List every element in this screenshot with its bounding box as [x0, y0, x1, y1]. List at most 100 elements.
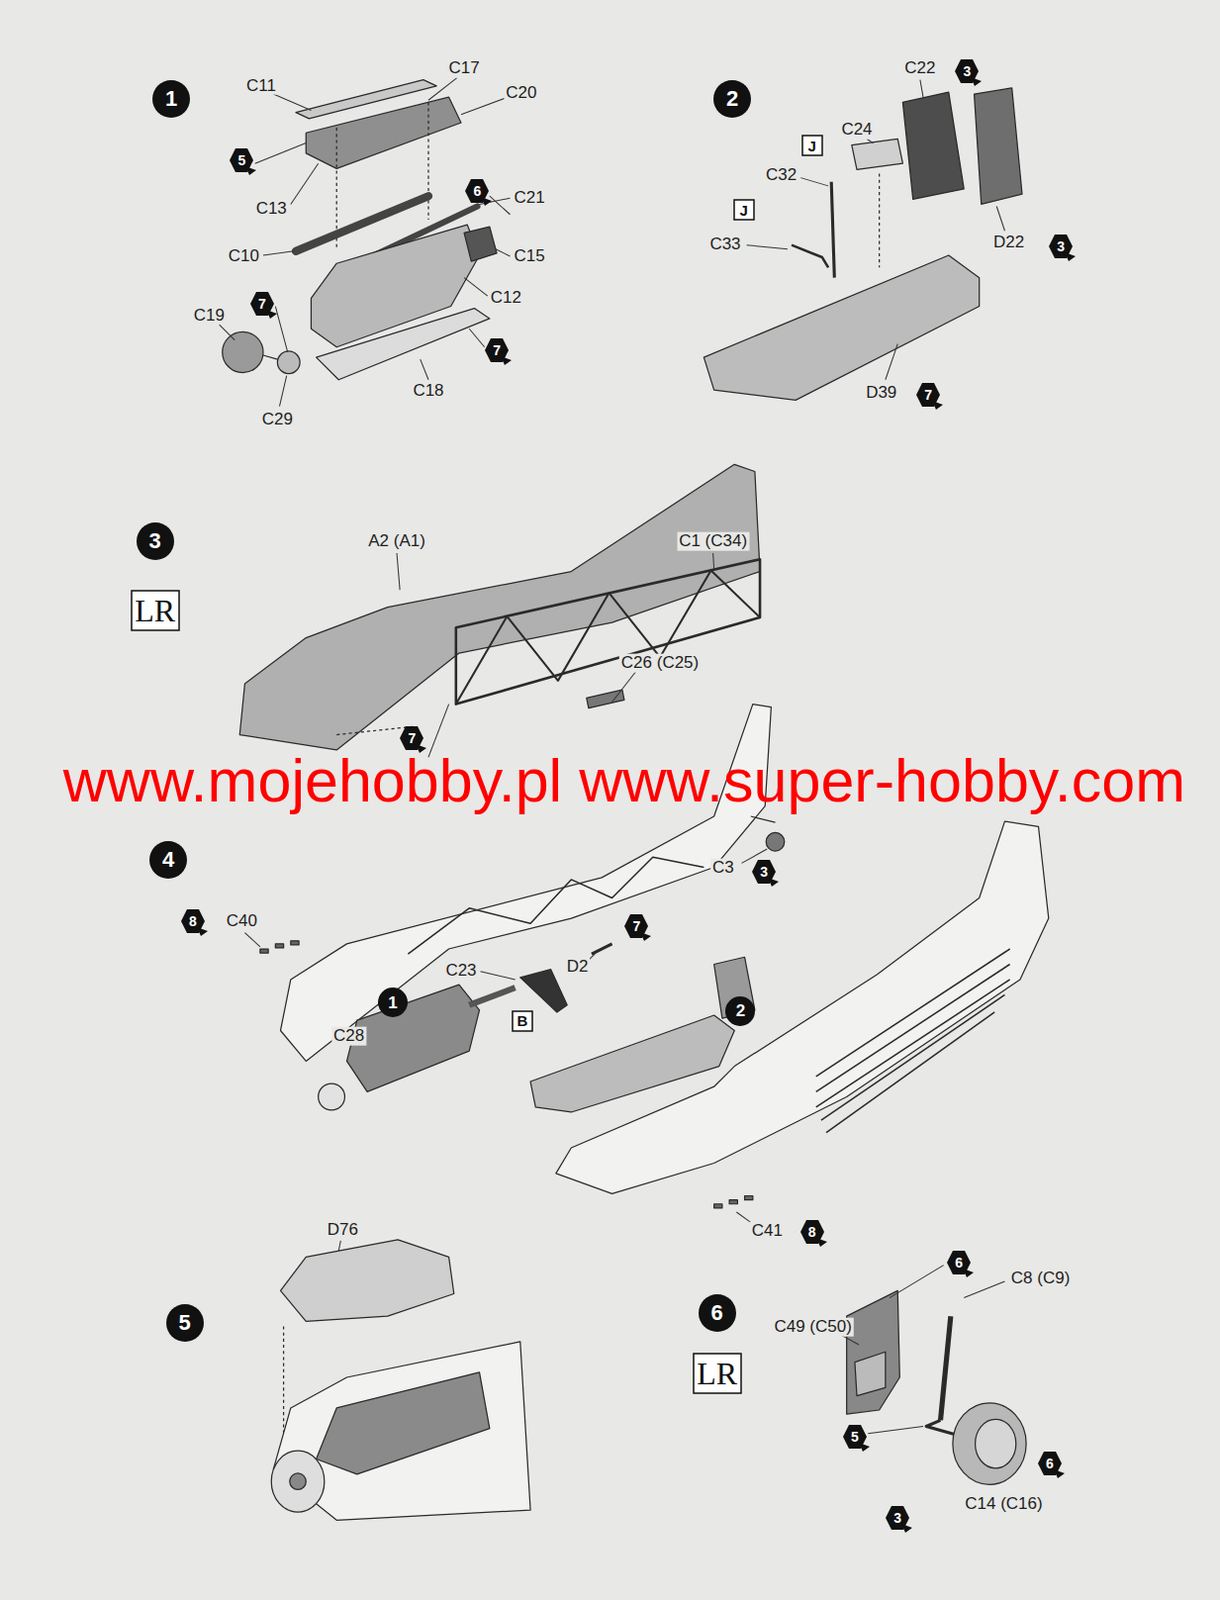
- part-label: C1 (C34): [676, 532, 750, 552]
- callout-number: 7: [624, 914, 649, 939]
- node-text: 5: [237, 153, 246, 168]
- node-text: 6: [954, 1255, 963, 1270]
- callout-number: 7: [916, 382, 940, 407]
- callout-number: 7: [399, 726, 424, 751]
- node-text: 6: [711, 1302, 724, 1324]
- part-label: C33: [707, 235, 743, 255]
- callout-number: 8: [181, 909, 205, 934]
- step-reference: 1: [377, 987, 408, 1018]
- node-text: J: [739, 202, 748, 218]
- part-label: C41: [750, 1221, 785, 1241]
- node-text: 6: [1045, 1456, 1054, 1471]
- node-text: 4: [162, 848, 175, 871]
- step-number: 6: [698, 1294, 737, 1332]
- step-circle: [152, 80, 190, 118]
- left-right-box: LR: [692, 1352, 743, 1395]
- part-label: C10: [226, 246, 262, 266]
- box-outline: [131, 590, 180, 631]
- node-text: 8: [188, 914, 197, 929]
- node-text: 6: [473, 184, 482, 198]
- node-text: 2: [736, 1002, 746, 1020]
- part-label: C24: [839, 120, 874, 140]
- part-label: C49 (C50): [771, 1317, 853, 1337]
- step-number: 3: [136, 522, 175, 561]
- part-label: C21: [511, 188, 547, 208]
- step-circle: [149, 841, 188, 879]
- badge-hexagon: [916, 382, 940, 407]
- callout-number: 6: [1037, 1451, 1062, 1476]
- part-label: C12: [488, 288, 524, 308]
- node-text: 3: [1056, 239, 1065, 254]
- letter-box: J: [801, 134, 824, 157]
- part-label: D76: [325, 1220, 361, 1240]
- node-text: 5: [178, 1312, 190, 1334]
- node-text: 2: [726, 88, 739, 110]
- callout-number: 8: [800, 1220, 825, 1244]
- node-text: 7: [408, 731, 417, 746]
- part-label: D39: [863, 383, 899, 403]
- callout-number: 3: [885, 1505, 910, 1530]
- node-text: 3: [149, 530, 162, 553]
- badge-hexagon: [399, 726, 424, 751]
- part-label: C18: [410, 381, 446, 401]
- node-text: 7: [258, 296, 267, 311]
- box-outline: [802, 135, 823, 156]
- box-outline: [734, 199, 754, 220]
- node-text: 3: [962, 64, 971, 79]
- callout-number: 7: [250, 291, 275, 316]
- node-text: 8: [808, 1224, 817, 1239]
- part-label: C40: [224, 912, 260, 932]
- step-circle: [166, 1304, 204, 1342]
- node-text: 3: [759, 864, 768, 879]
- part-label: D22: [991, 233, 1027, 253]
- watermark: www.mojehobby.pl www.super-hobby.com: [61, 748, 1188, 815]
- part-label: C22: [902, 59, 938, 79]
- letter-box: J: [733, 198, 755, 221]
- badge-hexagon: [624, 914, 649, 939]
- step-reference: 2: [725, 996, 755, 1027]
- node-text: 7: [492, 343, 501, 358]
- callout-number: 5: [229, 148, 254, 173]
- badge-hexagon: [465, 179, 489, 203]
- part-label: C11: [244, 76, 279, 95]
- step-number: 5: [166, 1304, 204, 1342]
- badge-hexagon: [181, 909, 205, 934]
- node-text: LR: [696, 1357, 738, 1390]
- part-label: C17: [446, 59, 481, 79]
- badge-hexagon: [843, 1424, 867, 1449]
- part-label: C14 (C16): [962, 1494, 1044, 1513]
- node-text: 1: [387, 994, 397, 1012]
- part-label: C23: [443, 961, 478, 981]
- callout-number: 5: [843, 1424, 867, 1449]
- badge-hexagon: [954, 59, 979, 84]
- part-label: C8 (C9): [1009, 1268, 1073, 1288]
- part-label: C3: [710, 858, 737, 878]
- badge-hexagon: [751, 859, 776, 884]
- step-circle: [713, 80, 751, 118]
- badge-hexagon: [800, 1220, 825, 1244]
- step-number: 2: [713, 80, 751, 118]
- part-label: C20: [503, 83, 539, 102]
- part-label: A2 (A1): [366, 532, 428, 552]
- badge-hexagon: [484, 338, 509, 363]
- callout-number: 7: [484, 338, 509, 363]
- part-label: C15: [511, 246, 547, 266]
- part-label: C13: [254, 199, 289, 219]
- step-circle: [725, 996, 755, 1027]
- node-text: J: [807, 138, 816, 154]
- part-label: C26 (C25): [619, 654, 701, 673]
- badge-hexagon: [1048, 234, 1073, 259]
- callout-number: 3: [1048, 234, 1073, 259]
- node-text: 3: [893, 1510, 902, 1525]
- box-outline: [512, 1011, 533, 1032]
- node-text: 5: [850, 1429, 859, 1444]
- callout-number: 6: [946, 1250, 971, 1275]
- node-text: LR: [134, 594, 176, 627]
- node-text: 1: [165, 88, 178, 110]
- step-number: 1: [152, 80, 190, 118]
- badge-hexagon: [250, 291, 275, 316]
- step-circle: [698, 1294, 737, 1332]
- part-label: C19: [191, 305, 227, 325]
- step-circle: [377, 987, 408, 1018]
